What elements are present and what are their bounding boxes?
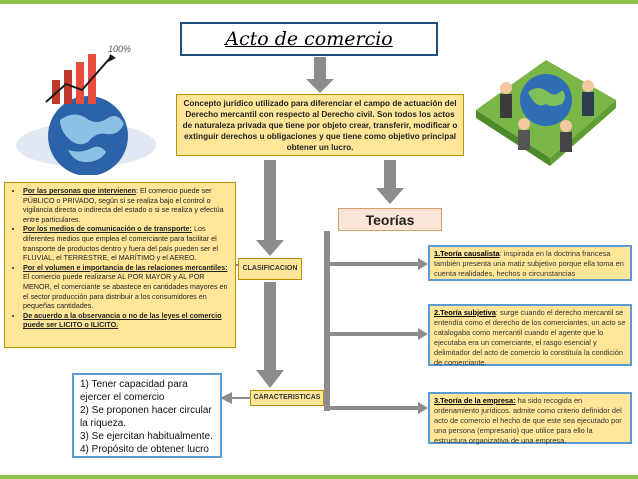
theory-heading: 3.Teoría de la empresa: bbox=[434, 396, 516, 405]
globe-chart-image: 100% bbox=[6, 40, 168, 175]
theory-causalista-box: 1.Teoría causalista: inspirada en la doc… bbox=[428, 245, 632, 281]
requirement-item: 3) Se ejercitan habitualmente. bbox=[80, 431, 213, 442]
arrow-concept-to-clasificacion bbox=[256, 160, 284, 256]
arrow-clasificacion-to-caracteristicas bbox=[256, 282, 284, 388]
theory-heading: 2.Teoría subjetiva bbox=[434, 308, 496, 317]
bottom-accent-bar bbox=[0, 475, 638, 479]
concept-definition-box: Concepto jurídico utilizado para diferen… bbox=[176, 94, 464, 156]
classification-list-box: Por las personas que intervienen: El com… bbox=[4, 182, 236, 348]
classification-item: Por el volumen e importancia de las rela… bbox=[23, 263, 232, 311]
page-title: Acto de comercio bbox=[180, 22, 438, 56]
teorias-heading: Teorías bbox=[338, 208, 442, 231]
theory-empresa-box: 3.Teoría de la empresa: ha sido recogida… bbox=[428, 392, 632, 445]
people-globe-image bbox=[466, 40, 624, 170]
requirements-box: 1) Tener capacidad para ejercer el comer… bbox=[72, 373, 222, 458]
arrow-concept-to-teorias bbox=[376, 160, 404, 204]
classification-item: Por los medios de comunicación o de tran… bbox=[23, 224, 232, 262]
chart-percent-label: 100% bbox=[108, 44, 131, 54]
theory-text: ha sido recogida en ordenamiento jurídic… bbox=[434, 396, 622, 445]
classification-item: Por las personas que intervienen: El com… bbox=[23, 186, 232, 224]
theory-text: : inspirada en la doctrina francesa tamb… bbox=[434, 249, 624, 278]
requirement-item: 1) Tener capacidad para ejercer el comer… bbox=[80, 379, 188, 403]
theory-text: : surge cuando el derecho mercantil se e… bbox=[434, 308, 626, 367]
theory-heading: 1.Teoría causalista bbox=[434, 249, 500, 258]
concept-lucro: obtener un lucro bbox=[286, 143, 352, 152]
caracteristicas-label: CARACTERISTICAS bbox=[250, 390, 324, 406]
clasificacion-label: CLASIFICACION bbox=[238, 258, 302, 280]
concept-end: . bbox=[351, 143, 354, 152]
top-accent-bar bbox=[0, 0, 638, 4]
theory-branches bbox=[324, 231, 428, 414]
concept-text: Concepto jurídico utilizado para diferen… bbox=[182, 99, 458, 141]
classification-item: De acuerdo a la observancia o no de las … bbox=[23, 311, 232, 330]
requirement-item: 2) Se proponen hacer circular la riqueza… bbox=[80, 405, 212, 429]
arrow-title-to-concept bbox=[306, 57, 334, 93]
requirement-item: 4) Propósito de obtener lucro bbox=[80, 444, 209, 455]
theory-subjetiva-box: 2.Teoría subjetiva: surge cuando el dere… bbox=[428, 304, 632, 367]
arrow-clasificacion-to-list bbox=[236, 264, 238, 266]
